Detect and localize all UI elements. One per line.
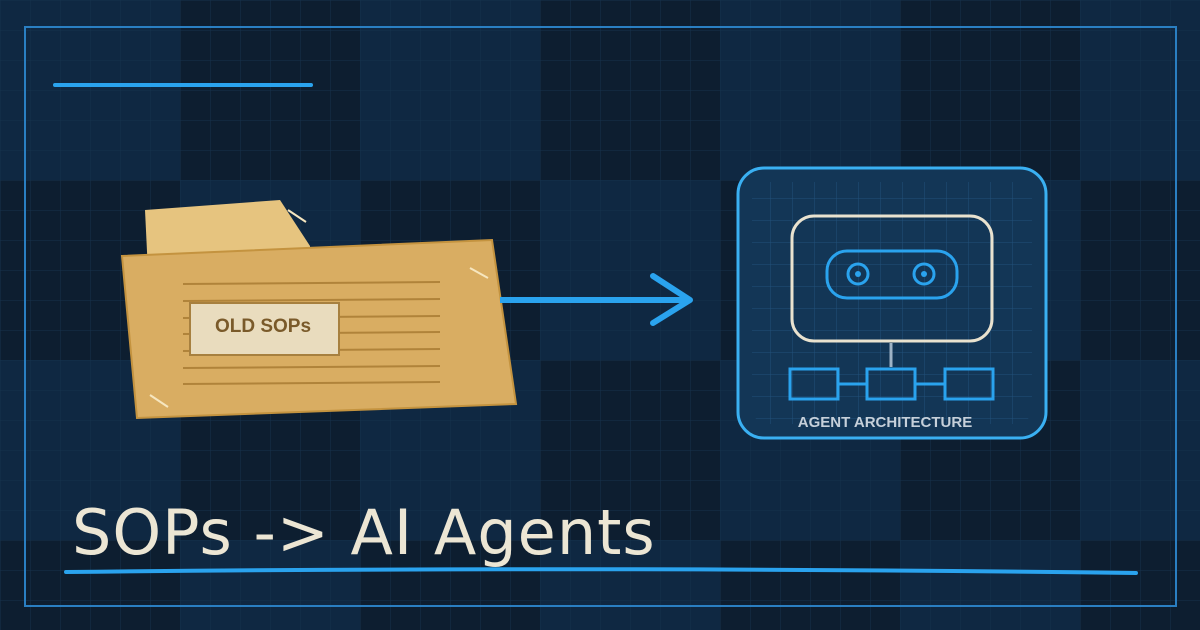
robot-icon (790, 214, 994, 367)
folder-label-card (189, 302, 340, 356)
outer-frame (24, 26, 1177, 607)
arrow-right-icon (500, 273, 693, 326)
headline-underline (64, 567, 1138, 575)
headline-title: SOPs -> AI Agents (72, 496, 656, 569)
agent-panel-caption: AGENT ARCHITECTURE (798, 414, 972, 431)
network-nodes-icon (788, 367, 995, 401)
folder-label: OLD SOPs (215, 316, 311, 337)
